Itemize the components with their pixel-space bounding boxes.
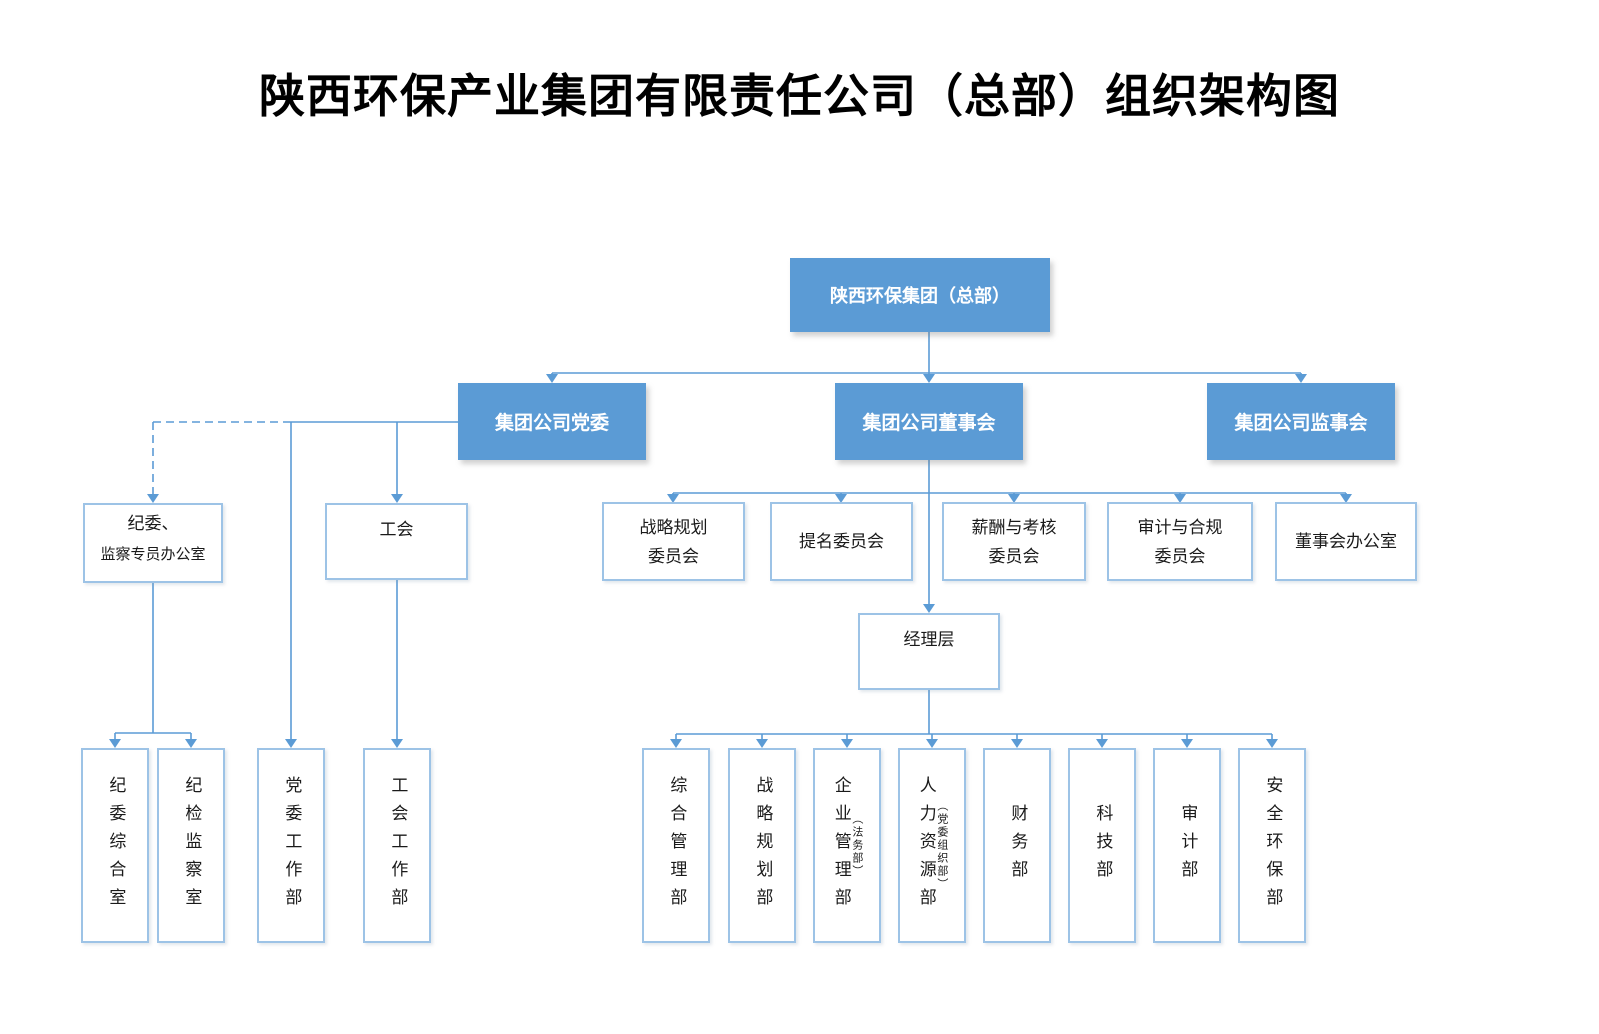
node-board: 集团公司董事会 <box>835 383 1023 460</box>
dept-label: 科技部 <box>1093 803 1113 888</box>
node-management-layer: 经理层 <box>858 613 1000 690</box>
dept-label: 党委工作部 <box>282 775 302 916</box>
node-root: 陕西环保集团（总部） <box>790 258 1050 332</box>
committee-label: 委员会 <box>648 546 699 566</box>
dept-audit: 审计部 <box>1153 748 1221 943</box>
dept-note: （党委组织部） <box>935 800 948 891</box>
node-board-label: 集团公司董事会 <box>862 413 996 434</box>
committee-nomination: 提名委员会 <box>770 502 913 581</box>
committee-label: 战略规划 <box>639 517 708 537</box>
node-management-layer-label: 经理层 <box>903 630 955 649</box>
dept-human-resources: 人力资源部 （党委组织部） <box>898 748 966 943</box>
committee-compensation-assessment: 薪酬与考核 委员会 <box>942 502 1086 581</box>
dept-label: 审计部 <box>1178 803 1198 888</box>
dept-strategic-planning: 战略规划部 <box>728 748 796 943</box>
committee-audit-compliance: 审计与合规 委员会 <box>1107 502 1253 581</box>
committee-label: 提名委员会 <box>799 532 884 551</box>
committee-strategy-planning: 战略规划 委员会 <box>602 502 745 581</box>
node-discipline-office-line1: 纪委、 <box>127 514 179 533</box>
committee-label: 薪酬与考核 <box>971 517 1057 537</box>
node-party-committee: 集团公司党委 <box>458 383 646 460</box>
dept-enterprise-management: 企业管理部 （法务部） <box>813 748 881 943</box>
arrowheads <box>109 374 1352 748</box>
node-discipline-office-line2: 监察专员办公室 <box>100 546 206 563</box>
node-union-label: 工会 <box>379 520 414 539</box>
node-party-committee-label: 集团公司党委 <box>494 413 609 434</box>
dept-note: （法务部） <box>850 813 863 878</box>
page-title: 陕西环保产业集团有限责任公司（总部）组织架构图 <box>259 71 1340 122</box>
dept-label: 纪检监察室 <box>182 775 202 916</box>
dept-union-work: 工会工作部 <box>363 748 431 943</box>
committee-label: 委员会 <box>988 546 1040 566</box>
dept-label: 战略规划部 <box>753 775 773 916</box>
dept-science-technology: 科技部 <box>1068 748 1136 943</box>
committee-label: 委员会 <box>1154 546 1206 566</box>
node-supervisory-board: 集团公司监事会 <box>1207 383 1395 460</box>
node-root-label: 陕西环保集团（总部） <box>830 286 1010 306</box>
dept-label: 财务部 <box>1008 803 1028 888</box>
dept-general-management: 综合管理部 <box>642 748 710 943</box>
dept-discipline-general-office: 纪委综合室 <box>81 748 149 943</box>
dept-label: 人力资源部 <box>916 775 936 916</box>
dept-label: 纪委综合室 <box>106 775 126 916</box>
dept-discipline-supervision-office: 纪检监察室 <box>157 748 225 943</box>
committee-board-office: 董事会办公室 <box>1275 502 1417 581</box>
node-supervisory-board-label: 集团公司监事会 <box>1234 413 1368 434</box>
committee-label: 董事会办公室 <box>1295 532 1397 551</box>
dept-label: 安全环保部 <box>1263 775 1283 916</box>
node-discipline-office: 纪委、 监察专员办公室 <box>83 503 223 583</box>
dept-party-work: 党委工作部 <box>257 748 325 943</box>
committee-label: 审计与合规 <box>1137 517 1223 537</box>
dept-finance: 财务部 <box>983 748 1051 943</box>
dept-safety-environment: 安全环保部 <box>1238 748 1306 943</box>
dept-label: 企业管理部 <box>831 775 851 916</box>
dept-label: 综合管理部 <box>667 775 687 916</box>
dept-label: 工会工作部 <box>388 775 408 916</box>
node-union: 工会 <box>325 503 468 580</box>
